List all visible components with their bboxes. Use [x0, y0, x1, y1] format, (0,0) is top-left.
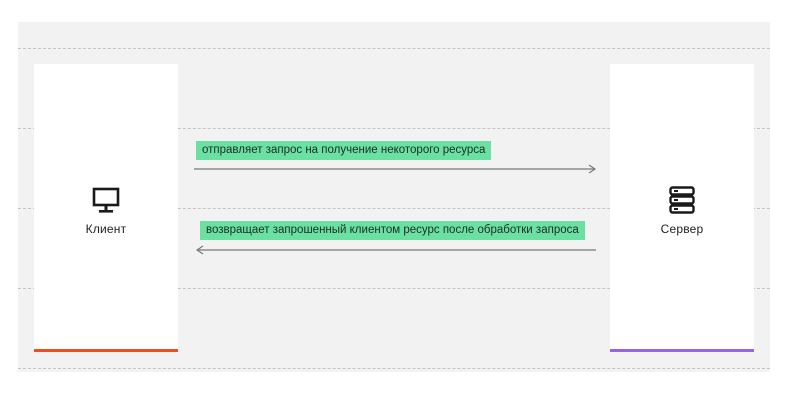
request-message-label: отправляет запрос на получение некоторог…: [196, 141, 492, 160]
grid-line: [18, 368, 770, 369]
response-arrow: [195, 245, 596, 255]
response-message-label: возвращает запрошенный клиентом ресурс п…: [200, 221, 585, 240]
request-arrow: [194, 164, 597, 174]
monitor-icon: [92, 187, 120, 213]
client-label: Клиент: [85, 222, 127, 236]
grid-line: [18, 48, 770, 49]
server-icon: [669, 186, 695, 214]
server-box: Сервер: [610, 64, 754, 352]
grid-line: [18, 128, 770, 129]
client-box: Клиент: [34, 64, 178, 352]
server-label: Сервер: [660, 222, 704, 236]
grid-line: [18, 208, 770, 209]
grid-line: [18, 288, 770, 289]
